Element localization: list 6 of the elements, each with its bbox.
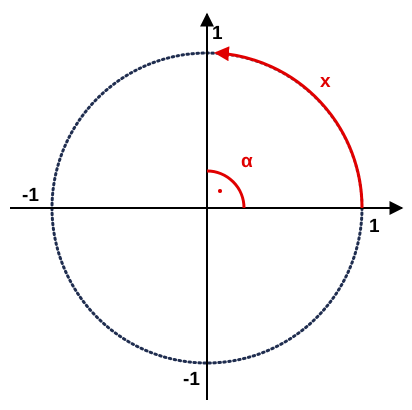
axis-label: 1 <box>369 217 380 236</box>
axis-label: x <box>320 72 331 91</box>
axis-label: -1 <box>183 370 200 389</box>
axis-label: 1 <box>212 24 223 43</box>
axis-label: -1 <box>22 186 39 205</box>
axis-label: α <box>241 152 253 171</box>
